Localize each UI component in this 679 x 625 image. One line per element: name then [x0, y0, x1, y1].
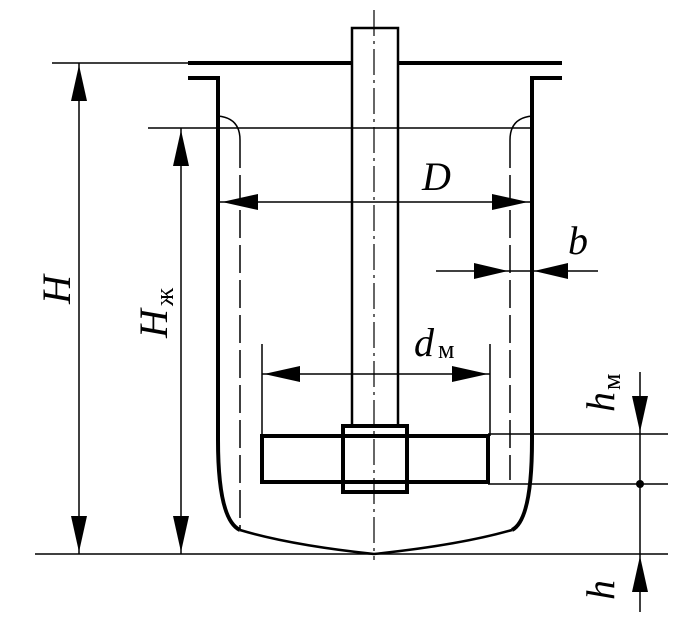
vessel-bottom [239, 528, 513, 556]
arrow-H-bottom [71, 516, 87, 552]
arrow-Hzh-bottom [173, 516, 189, 552]
label-D: D [421, 154, 451, 199]
impeller-blade [260, 434, 490, 484]
label-H: H [34, 273, 79, 305]
arrow-b-right [534, 263, 568, 279]
arrow-dm-right [452, 366, 488, 382]
label-h: h [578, 580, 623, 600]
vessel-wall-left [188, 76, 242, 532]
baffle-left [217, 115, 241, 141]
label-hm: h [578, 392, 623, 412]
arrow-b-left [474, 263, 508, 279]
arrow-Hzh-top [173, 130, 189, 166]
label-Hzh-sub: ж [150, 287, 179, 307]
label-dm: d [414, 320, 435, 365]
vessel-wall-right [510, 76, 562, 532]
arrow-h-up [632, 556, 648, 592]
label-b: b [568, 218, 588, 263]
arrow-dm-left [264, 366, 300, 382]
label-hm-sub: м [597, 374, 626, 390]
arrow-D-left [222, 194, 258, 210]
arrow-H-top [71, 65, 87, 101]
impeller-hub [341, 424, 409, 494]
label-dm-sub: м [438, 335, 454, 364]
shaft [350, 26, 400, 428]
dim-dot-hm [636, 480, 644, 488]
arrow-D-right [492, 194, 528, 210]
arrow-hm-down [632, 396, 648, 432]
label-Hzh: H [131, 307, 176, 339]
baffle-right [509, 115, 533, 141]
